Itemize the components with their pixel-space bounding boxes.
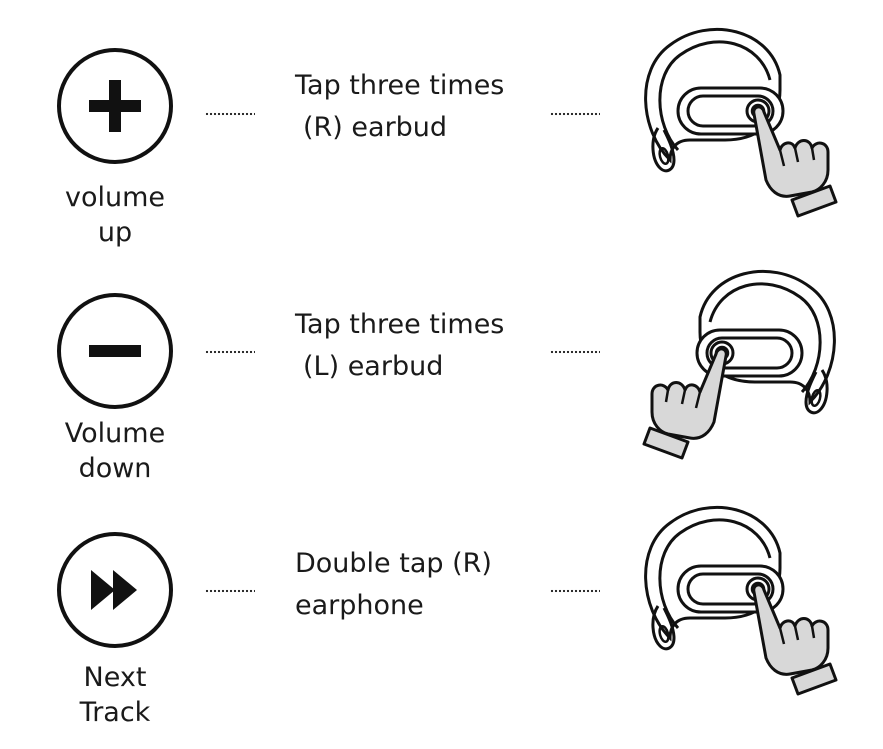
instruction-line-1: Tap three times <box>295 70 505 101</box>
row-next-track: Next Track Double tap (R) earphone <box>0 480 883 728</box>
caption-line-1: Volume <box>64 418 166 449</box>
caption-line-2: up <box>97 217 133 248</box>
volume-up-caption: volume up <box>40 180 190 250</box>
volume-down-instruction: Tap three times (L) earbud <box>295 304 535 388</box>
caption-line-2: down <box>78 453 152 484</box>
next-track-caption: Next Track <box>40 660 190 730</box>
minus-icon <box>89 345 141 357</box>
row-volume-up: volume up Tap three times (R) earbud <box>0 0 883 248</box>
row-volume-down: Volume down Tap three times (L) earbud <box>0 240 883 484</box>
volume-down-caption: Volume down <box>40 416 190 486</box>
right-earbud-tap-illustration <box>644 28 838 218</box>
plus-icon <box>89 80 141 132</box>
connector-dots <box>205 350 255 354</box>
connector-dots <box>550 112 600 116</box>
instruction-line-1: Double tap (R) <box>295 548 492 579</box>
caption-line-1: volume <box>64 182 166 213</box>
instruction-line-2: earphone <box>295 590 424 621</box>
right-earbud-double-tap-illustration <box>644 506 838 696</box>
connector-dots <box>550 350 600 354</box>
volume-up-button[interactable] <box>57 48 173 164</box>
next-track-instruction: Double tap (R) earphone <box>295 543 535 627</box>
connector-dots <box>550 589 600 593</box>
connector-dots <box>205 589 255 593</box>
instruction-line-1: Tap three times <box>295 309 505 340</box>
fast-forward-icon <box>91 570 137 610</box>
volume-down-button[interactable] <box>57 293 173 409</box>
instruction-line-2: (R) earbud <box>303 112 448 143</box>
connector-dots <box>205 112 255 116</box>
volume-up-instruction: Tap three times (R) earbud <box>295 65 535 149</box>
left-earbud-tap-illustration <box>642 270 836 460</box>
caption-line-2: Track <box>79 697 151 728</box>
next-track-button[interactable] <box>57 532 173 648</box>
instruction-line-2: (L) earbud <box>303 351 444 382</box>
caption-line-1: Next <box>83 662 147 693</box>
